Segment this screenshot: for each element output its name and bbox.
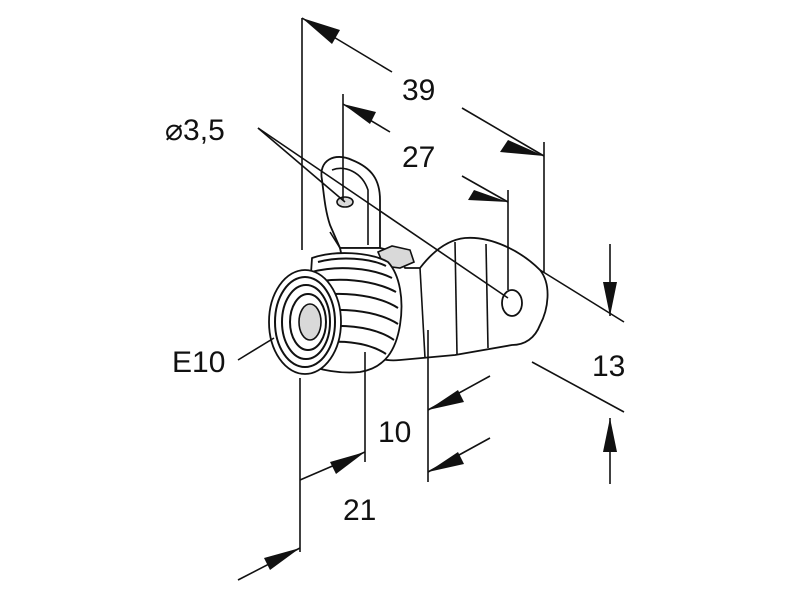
mounting-hole xyxy=(501,289,523,317)
socket-type-text: E10 xyxy=(172,346,225,379)
dimension-13-text: 13 xyxy=(592,350,625,383)
e10-socket xyxy=(268,252,403,375)
dimension-27-text: 27 xyxy=(402,141,435,174)
dimension-27: 27 xyxy=(342,94,509,290)
dimension-10: 10 xyxy=(364,330,491,482)
socket-type-label: E10 xyxy=(172,337,275,379)
dimension-39-text: 39 xyxy=(402,74,435,107)
dimension-21-text: 21 xyxy=(343,494,376,527)
dimension-10-text: 10 xyxy=(378,416,411,449)
dimension-39: 39 xyxy=(301,17,545,272)
dimension-hole-diameter-text: ⌀3,5 xyxy=(165,114,225,147)
dimension-hole-diameter: ⌀3,5 xyxy=(165,114,509,299)
dimension-21: 21 xyxy=(237,378,376,581)
dimension-13: 13 xyxy=(531,244,625,484)
